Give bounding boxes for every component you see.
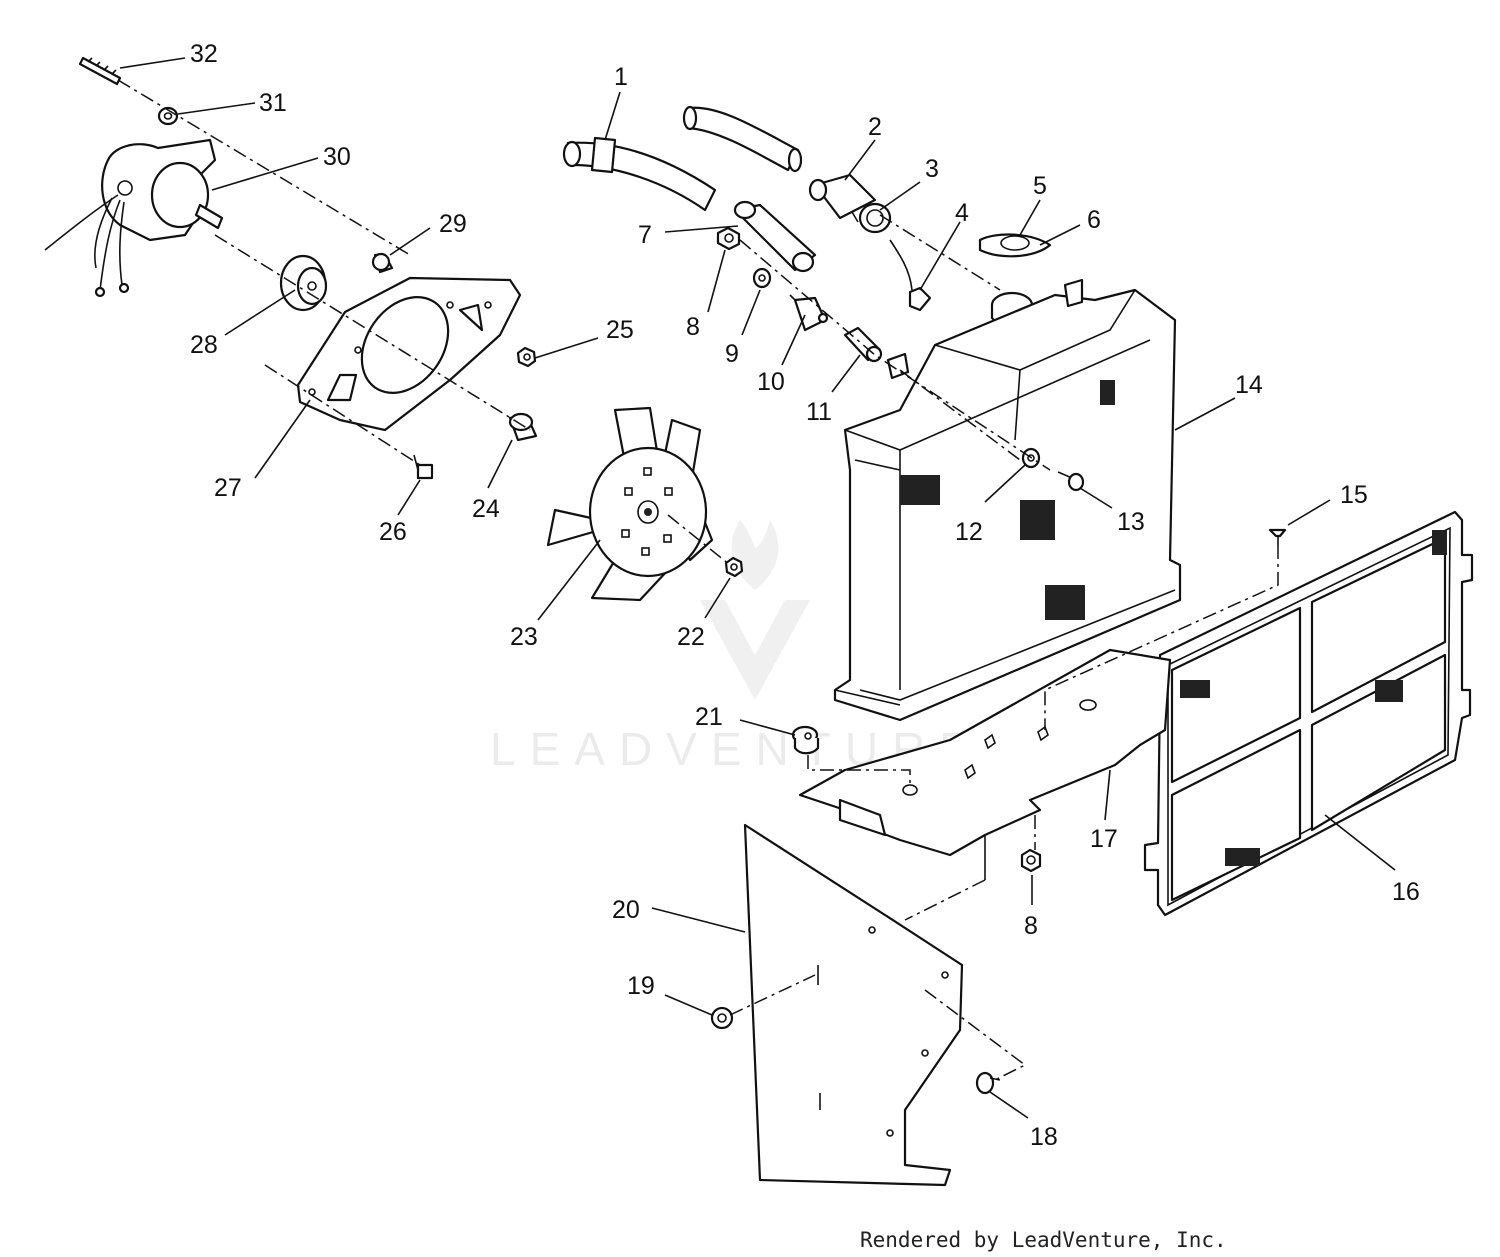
callout-17: 17 (1090, 825, 1118, 853)
callout-8-lower: 8 (1024, 912, 1038, 940)
clamp-3 (851, 202, 892, 234)
assembly-centerlines (117, 79, 1279, 1081)
spacer-24 (508, 412, 538, 442)
screw-13 (1057, 471, 1085, 492)
spacer-11 (843, 326, 883, 363)
hose-upper (682, 105, 803, 173)
callout-24: 24 (472, 495, 500, 523)
callout-4: 4 (955, 199, 969, 227)
callout-32: 32 (190, 40, 218, 68)
callout-20: 20 (612, 896, 640, 924)
render-credit: Rendered by LeadVenture, Inc. (860, 1228, 1227, 1252)
base-plate-17 (798, 648, 1172, 880)
motor-bracket-27 (296, 276, 522, 432)
callout-18: 18 (1030, 1123, 1058, 1151)
callout-27: 27 (214, 474, 242, 502)
fitting-4 (889, 239, 932, 312)
callout-23: 23 (510, 623, 538, 651)
hose-1 (562, 136, 717, 212)
fan-motor (44, 138, 224, 298)
callout-5: 5 (1033, 172, 1047, 200)
clip-18 (975, 1071, 1001, 1095)
hub-28 (279, 254, 328, 312)
nut-8-lower (1020, 848, 1042, 873)
callout-1: 1 (614, 63, 628, 91)
leader-lines (119, 57, 1396, 1119)
screw-26 (413, 454, 434, 480)
callout-25: 25 (606, 316, 634, 344)
callout-2: 2 (868, 113, 882, 141)
cap-5 (978, 233, 1052, 258)
washer-31 (157, 106, 179, 126)
fan-blade-23 (546, 406, 714, 602)
callout-3: 3 (925, 155, 939, 183)
callout-15: 15 (1340, 481, 1368, 509)
washer-19 (710, 1006, 734, 1030)
nut-8-upper (716, 226, 741, 251)
callout-10: 10 (757, 368, 785, 396)
callout-13: 13 (1117, 508, 1145, 536)
grommet-21 (791, 725, 820, 755)
side-panel-20 (743, 823, 964, 1187)
callout-30: 30 (323, 143, 351, 171)
watermark-flame (731, 520, 779, 590)
callout-labels: 1 2 3 4 5 6 7 8 8 9 10 11 12 13 14 15 16… (190, 40, 1420, 1151)
callout-31: 31 (259, 89, 287, 117)
callout-26: 26 (379, 518, 407, 546)
callout-7: 7 (638, 221, 652, 249)
watermark-logo (700, 600, 810, 700)
hose-7 (733, 200, 817, 273)
callout-11: 11 (806, 398, 832, 426)
nut-22 (724, 556, 744, 578)
callout-16: 16 (1392, 878, 1420, 906)
hose-2 (808, 173, 877, 220)
screw-32 (78, 56, 122, 86)
callout-14: 14 (1235, 371, 1263, 399)
bushing-10 (789, 294, 829, 332)
callout-21: 21 (695, 703, 723, 731)
callout-8-upper: 8 (686, 313, 700, 341)
spacer-29 (371, 252, 394, 274)
callout-28: 28 (190, 331, 218, 359)
callout-22: 22 (677, 623, 705, 651)
nut-25 (516, 346, 537, 368)
callout-6: 6 (1087, 206, 1101, 234)
washer-9 (752, 267, 772, 289)
callout-19: 19 (627, 972, 655, 1000)
callout-12: 12 (955, 518, 983, 546)
radiator-14 (833, 278, 1182, 722)
screw-15 (1268, 528, 1287, 545)
grille-16 (1143, 510, 1474, 917)
callout-9: 9 (725, 340, 739, 368)
callout-29: 29 (439, 210, 467, 238)
